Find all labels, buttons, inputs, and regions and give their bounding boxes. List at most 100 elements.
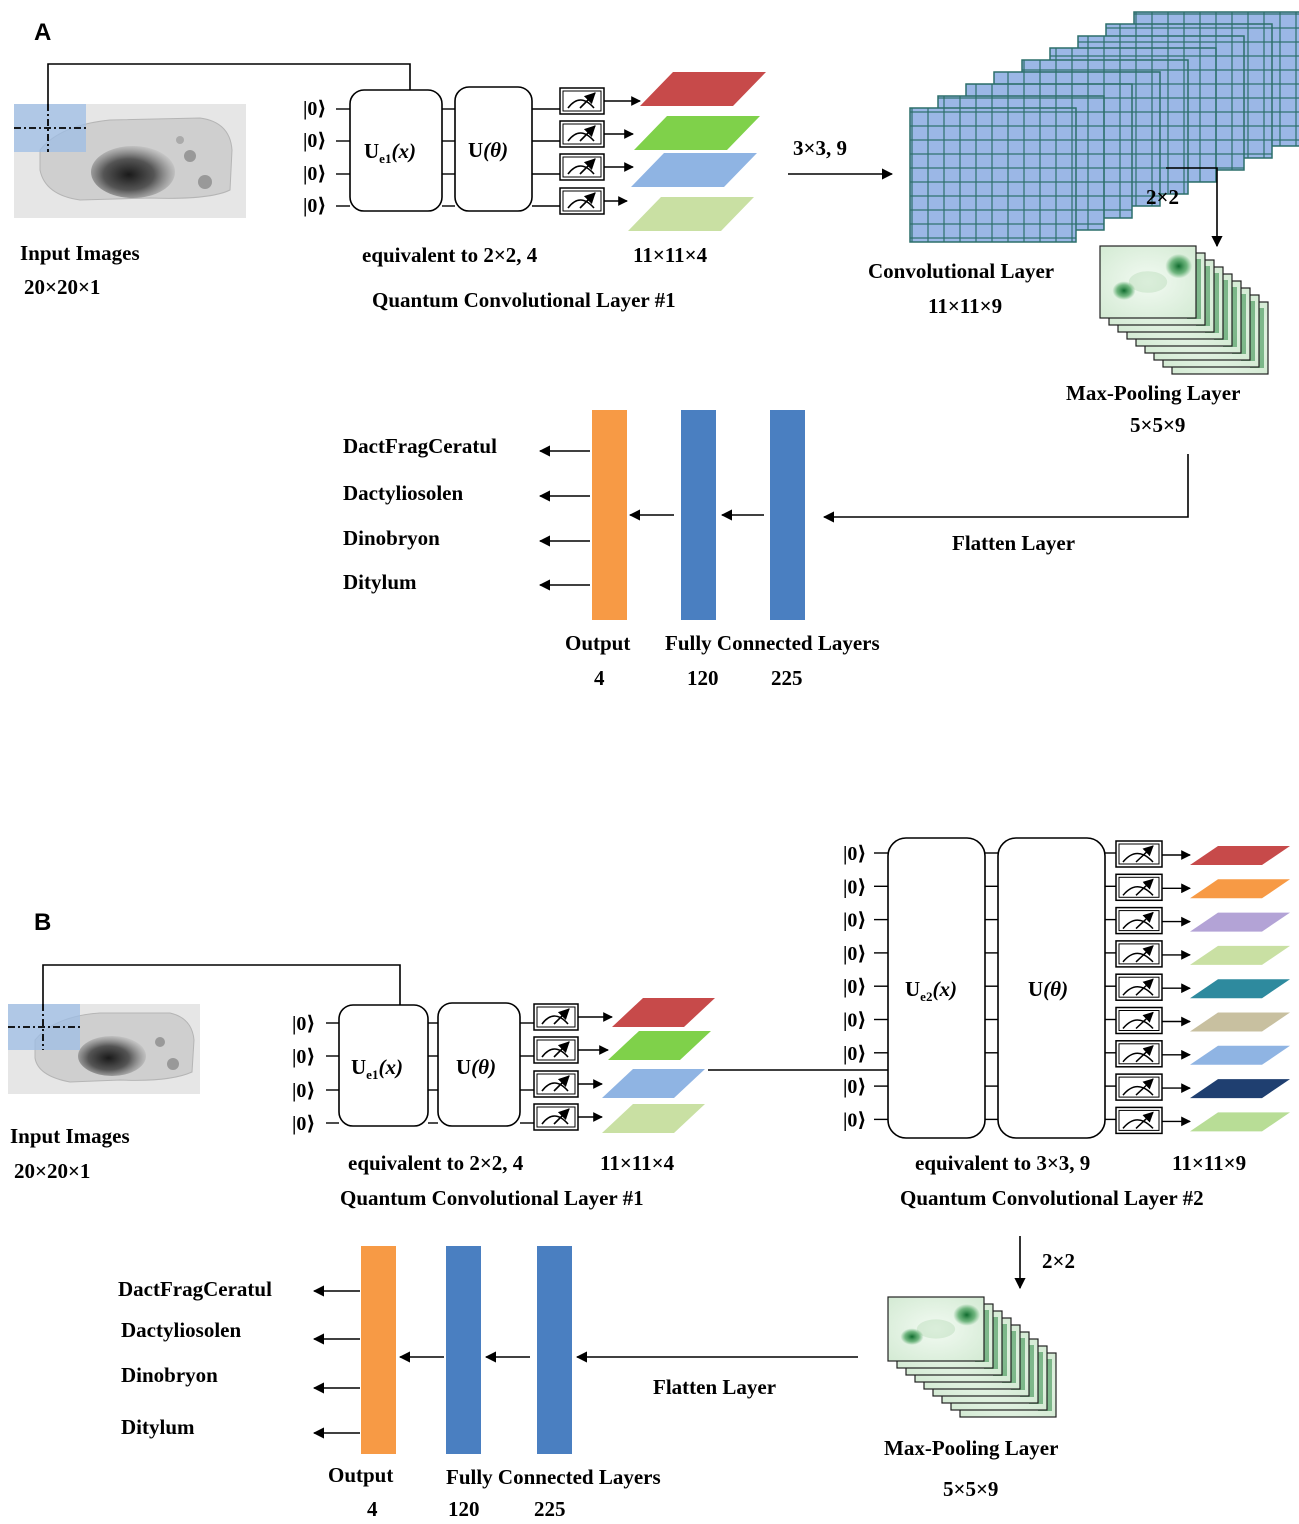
- pool-dims-a: 5×5×9: [1130, 413, 1185, 437]
- measure-icon: [1115, 1106, 1163, 1135]
- fc-title-a: Fully Connected Layers: [665, 631, 880, 655]
- feature-map-b2-8: [1190, 1079, 1290, 1099]
- flatten-label-a: Flatten Layer: [952, 531, 1075, 555]
- encoder-gate-b1: [338, 1004, 429, 1127]
- pool-feature-map-b: [887, 1296, 985, 1362]
- ket-a-4: |0⟩: [303, 195, 327, 217]
- ansatz-label-b1: U(θ): [456, 1055, 496, 1079]
- input-dims-a: 20×20×1: [24, 275, 100, 299]
- qcl1-equivalent-b: equivalent to 2×2, 4: [348, 1151, 524, 1175]
- ansatz-gate-b2: [997, 837, 1106, 1139]
- qcl2-title-b: Quantum Convolutional Layer #2: [900, 1186, 1204, 1210]
- fc-n1-b: 120: [448, 1497, 480, 1521]
- encoder-label-b1: Ue1(x): [351, 1055, 403, 1082]
- feature-map-b2-7: [1190, 1045, 1290, 1065]
- feature-map-b2-2: [1190, 879, 1290, 899]
- measure-icon: [559, 187, 605, 215]
- panel-b: B Input Images 20×20×1: [8, 837, 1290, 1521]
- feature-map-a-2: [634, 116, 760, 150]
- feature-map-b2-5: [1190, 979, 1290, 999]
- qcl2-circuit-b: |0⟩|0⟩|0⟩|0⟩|0⟩|0⟩|0⟩|0⟩|0⟩ Ue2(x) U(θ): [843, 837, 1290, 1139]
- output-title-b: Output: [328, 1463, 393, 1487]
- class-label-b-1: DactFragCeratul: [118, 1277, 272, 1301]
- kets-b2: |0⟩|0⟩|0⟩|0⟩|0⟩|0⟩|0⟩|0⟩|0⟩: [843, 843, 867, 1131]
- flatten-label-b: Flatten Layer: [653, 1375, 776, 1399]
- encoder-label-b2: Ue2(x): [905, 977, 957, 1004]
- ket-a-1: |0⟩: [303, 98, 327, 120]
- conv-feature-map: [909, 107, 1077, 243]
- ket-b2-4: |0⟩: [843, 943, 867, 965]
- panel-b-label: B: [34, 909, 51, 936]
- ket-b1-2: |0⟩: [292, 1046, 316, 1068]
- qcl2-output-dims-b: 11×11×9: [1172, 1151, 1246, 1175]
- feature-map-a-1: [640, 72, 766, 106]
- pool-feature-stack-b: [887, 1296, 1057, 1418]
- ansatz-label-a: U(θ): [468, 138, 508, 162]
- measure-icon: [533, 1003, 579, 1031]
- feature-map-b1-1: [612, 998, 715, 1027]
- panel-a-label: A: [34, 19, 51, 46]
- ket-a-3: |0⟩: [303, 163, 327, 185]
- ket-b2-1: |0⟩: [843, 843, 867, 865]
- feature-map-b2-3: [1190, 912, 1290, 932]
- ansatz-gate-a: [454, 86, 533, 212]
- pool-title-a: Max-Pooling Layer: [1066, 381, 1240, 405]
- ket-b2-2: |0⟩: [843, 876, 867, 898]
- input-dims-b: 20×20×1: [14, 1159, 90, 1183]
- fc-layer-225-a: [770, 410, 805, 620]
- measurement-gates-a: [559, 87, 605, 215]
- class-label-a-3: Dinobryon: [343, 526, 440, 550]
- measure-icon: [533, 1070, 579, 1098]
- qcl1-title-a: Quantum Convolutional Layer #1: [372, 288, 676, 312]
- flatten-arrow-a: [822, 454, 1189, 523]
- measure-icon: [533, 1036, 579, 1064]
- conv-dims-a: 11×11×9: [928, 294, 1002, 318]
- ket-b2-5: |0⟩: [843, 976, 867, 998]
- qubit-wires-a: [336, 108, 560, 207]
- feature-map-b1-3: [602, 1069, 705, 1098]
- measure-icon: [533, 1103, 579, 1131]
- fc-title-b: Fully Connected Layers: [446, 1465, 661, 1489]
- input-title-b: Input Images: [10, 1124, 130, 1148]
- feature-maps-a: [628, 72, 766, 231]
- conv-title-a: Convolutional Layer: [868, 259, 1054, 283]
- conv-feature-stack-a: [909, 11, 1299, 243]
- measure-icon: [1115, 840, 1163, 868]
- pool-size-a: 2×2: [1146, 185, 1179, 209]
- fc-layer-120-b: [446, 1246, 481, 1454]
- qcl1-equivalent-a: equivalent to 2×2, 4: [362, 243, 538, 267]
- feature-map-b2-1: [1190, 846, 1290, 865]
- measurement-gates-b1: [533, 1003, 579, 1131]
- ket-b2-8: |0⟩: [843, 1076, 867, 1098]
- measurement-gates-b2: [1115, 840, 1191, 1135]
- feature-maps-b2: [1190, 846, 1290, 1132]
- class-label-a-1: DactFragCeratul: [343, 434, 497, 458]
- measure-output-arrows-b1: [578, 1012, 613, 1122]
- feature-map-b2-4: [1190, 945, 1290, 965]
- encoder-gate-a: [349, 89, 443, 212]
- output-n-b: 4: [367, 1497, 378, 1521]
- measure-icon: [1115, 873, 1163, 902]
- measure-icon: [559, 120, 605, 148]
- output-layer-b: [361, 1246, 396, 1454]
- qubit-wires-b1: [326, 1022, 534, 1124]
- measure-icon: [1115, 1040, 1163, 1068]
- fc-n2-a: 225: [771, 666, 803, 690]
- fc-layer-120-a: [681, 410, 716, 620]
- feature-map-b1-4: [602, 1104, 705, 1133]
- qcl1-circuit-b: |0⟩ |0⟩ |0⟩ |0⟩ Ue1(x) U(θ): [292, 998, 715, 1135]
- ket-b2-9: |0⟩: [843, 1109, 867, 1131]
- qcl2-equivalent-b: equivalent to 3×3, 9: [915, 1151, 1090, 1175]
- class-label-a-2: Dactyliosolen: [343, 481, 463, 505]
- ket-b1-3: |0⟩: [292, 1080, 316, 1102]
- output-n-a: 4: [594, 666, 605, 690]
- to-pool-arrow-a: [1166, 167, 1223, 248]
- qubit-wires-b2: [874, 852, 1116, 1121]
- class-label-b-3: Dinobryon: [121, 1363, 218, 1387]
- measure-icon: [1115, 906, 1163, 935]
- class-label-a-4: Ditylum: [343, 570, 417, 594]
- pool-size-b: 2×2: [1042, 1249, 1075, 1273]
- input-image-b: [8, 1004, 200, 1094]
- encoder-label-a: Ue1(x): [364, 139, 416, 166]
